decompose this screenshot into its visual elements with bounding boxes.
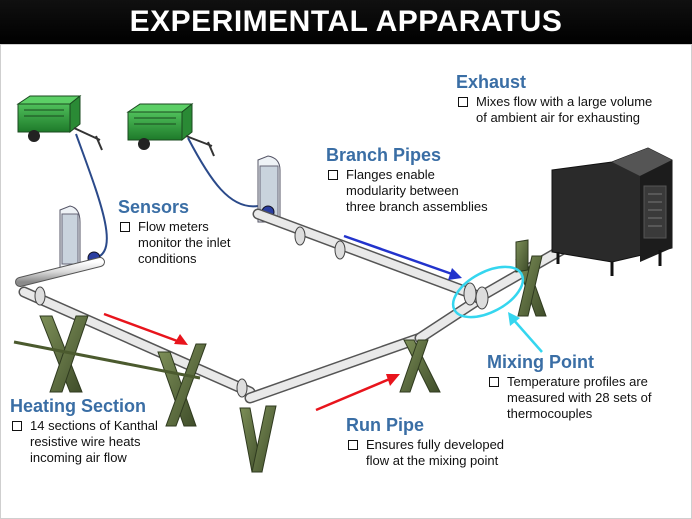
run-pipe-line-2: flow at the mixing point bbox=[366, 453, 499, 468]
page-title: EXPERIMENTAL APPARATUS bbox=[129, 5, 563, 38]
heating-section-line-1: 14 sections of Kanthal bbox=[30, 418, 158, 433]
mixing-point-block: Mixing Point Temperature profiles are me… bbox=[487, 352, 652, 422]
exhaust-heading: Exhaust bbox=[456, 72, 527, 92]
sensor-tower-1 bbox=[59, 205, 101, 269]
run-pipe-block: Run Pipe Ensures fully developed flow at… bbox=[346, 415, 504, 469]
sensors-line-2: monitor the inlet bbox=[138, 235, 231, 250]
checkbox-icon bbox=[328, 170, 338, 180]
heating-section-block: Heating Section 14 sections of Kanthal r… bbox=[10, 396, 158, 466]
exhaust-line-1: Mixes flow with a large volume bbox=[476, 94, 653, 109]
exhaust-block: Exhaust Mixes flow with a large volume o… bbox=[456, 72, 652, 126]
checkbox-icon bbox=[12, 421, 22, 431]
heating-section-heading: Heating Section bbox=[10, 396, 147, 416]
heating-section-bullet: 14 sections of Kanthal resistive wire he… bbox=[10, 418, 158, 466]
branch-pipes-line-3: three branch assemblies bbox=[346, 199, 488, 214]
branch-pipes-bullet: Flanges enable modularity between three … bbox=[326, 167, 488, 215]
air-compressor-2 bbox=[126, 102, 215, 157]
mixing-point-bullet: Temperature profiles are measured with 2… bbox=[487, 374, 652, 422]
sensors-bullet: Flow meters monitor the inlet conditions bbox=[118, 219, 231, 267]
checkbox-icon bbox=[489, 377, 499, 387]
mixing-point-line-1: Temperature profiles are bbox=[507, 374, 648, 389]
pipe-network bbox=[15, 208, 616, 404]
exhaust-unit bbox=[551, 147, 673, 276]
flow-arrows bbox=[103, 234, 543, 412]
sensor-tower-2 bbox=[257, 155, 281, 223]
branch-pipes-line-2: modularity between bbox=[346, 183, 459, 198]
heating-section-line-2: resistive wire heats bbox=[30, 434, 141, 449]
checkbox-icon bbox=[120, 222, 130, 232]
branch-pipes-line-1: Flanges enable bbox=[346, 167, 435, 182]
mixing-point-line-3: thermocouples bbox=[507, 406, 593, 421]
mixing-point-heading: Mixing Point bbox=[487, 352, 594, 372]
run-pipe-line-1: Ensures fully developed bbox=[366, 437, 505, 452]
sensors-line-1: Flow meters bbox=[138, 219, 209, 234]
sensors-heading: Sensors bbox=[118, 197, 190, 217]
mixing-point-line-2: measured with 28 sets of bbox=[507, 390, 652, 405]
heating-section-line-3: incoming air flow bbox=[30, 450, 127, 465]
branch-pipes-block: Branch Pipes Flanges enable modularity b… bbox=[326, 145, 488, 215]
exhaust-bullet: Mixes flow with a large volume of ambien… bbox=[456, 94, 652, 126]
checkbox-icon bbox=[348, 440, 358, 450]
hose-2 bbox=[187, 137, 259, 208]
sensors-line-3: conditions bbox=[138, 251, 197, 266]
run-pipe-heading: Run Pipe bbox=[346, 415, 425, 435]
base-rail bbox=[13, 340, 201, 380]
run-pipe-bullet: Ensures fully developed flow at the mixi… bbox=[346, 437, 504, 469]
mixing-point-highlight bbox=[451, 265, 525, 319]
branch-pipes-heading: Branch Pipes bbox=[326, 145, 442, 165]
title-bar: EXPERIMENTAL APPARATUS bbox=[0, 0, 692, 46]
checkbox-icon bbox=[458, 97, 468, 107]
exhaust-line-2: of ambient air for exhausting bbox=[476, 110, 641, 125]
hose-1 bbox=[75, 133, 108, 259]
sensors-block: Sensors Flow meters monitor the inlet co… bbox=[118, 197, 231, 267]
content-area bbox=[0, 44, 692, 519]
apparatus-illustration bbox=[13, 94, 673, 473]
air-compressor-1 bbox=[16, 94, 103, 151]
